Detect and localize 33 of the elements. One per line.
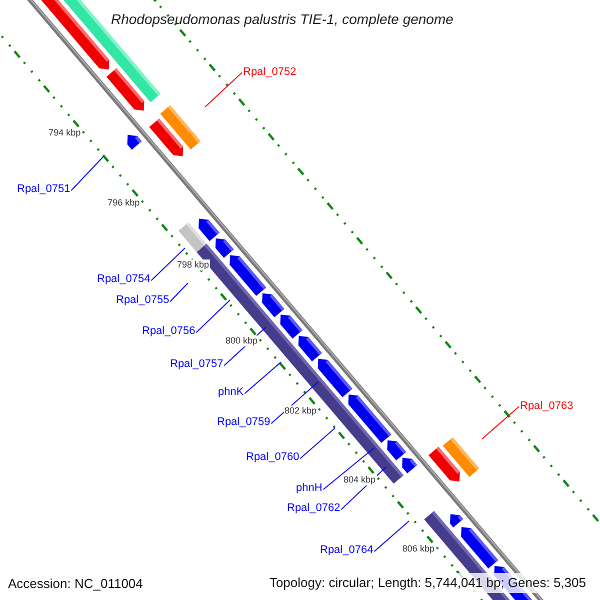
- tick-label: 806 kbp: [401, 544, 436, 555]
- leader-line: [300, 428, 336, 459]
- tick-label: 802 kbp: [283, 405, 318, 416]
- tick-label: 800 kbp: [224, 336, 259, 347]
- leader-line: [170, 282, 188, 302]
- gene-label: Rpal_0751: [17, 183, 70, 196]
- gene-label: Rpal_0762: [287, 502, 340, 515]
- leader-line: [204, 72, 242, 108]
- gene-label: Rpal_0755: [116, 294, 170, 307]
- gene-label: Rpal_0756: [142, 325, 196, 338]
- accession-text: Accession: NC_011004: [8, 575, 143, 593]
- map-title: Rhodopseudomonas palustris TIE-1, complete genome: [111, 10, 454, 29]
- leader-line: [70, 156, 104, 191]
- leader-line: [196, 300, 230, 333]
- tick-label: 796 kbp: [106, 197, 141, 208]
- leader-line: [244, 362, 282, 394]
- tick-label: 794 kbp: [48, 128, 82, 139]
- tick-label: 798 kbp: [176, 260, 210, 270]
- gene-label: Rpal_0752: [243, 66, 296, 79]
- gene-label: Rpal_0754: [97, 273, 150, 286]
- leader-line: [270, 382, 318, 424]
- gene-label: Rpal_0764: [320, 544, 374, 557]
- gene-label: phnH: [296, 482, 322, 495]
- gene-label: Rpal_0757: [170, 358, 224, 371]
- gene-label: Rpal_0759: [217, 416, 270, 429]
- gene-label: phnK: [218, 386, 244, 399]
- leader-line: [482, 406, 520, 440]
- leader-line: [150, 248, 186, 281]
- gene-label: Rpal_0763: [520, 400, 574, 413]
- tick-label: 804 kbp: [342, 474, 376, 486]
- leader-line: [374, 520, 410, 552]
- gene-label: Rpal_0760: [246, 451, 300, 464]
- leader-line: [322, 448, 374, 490]
